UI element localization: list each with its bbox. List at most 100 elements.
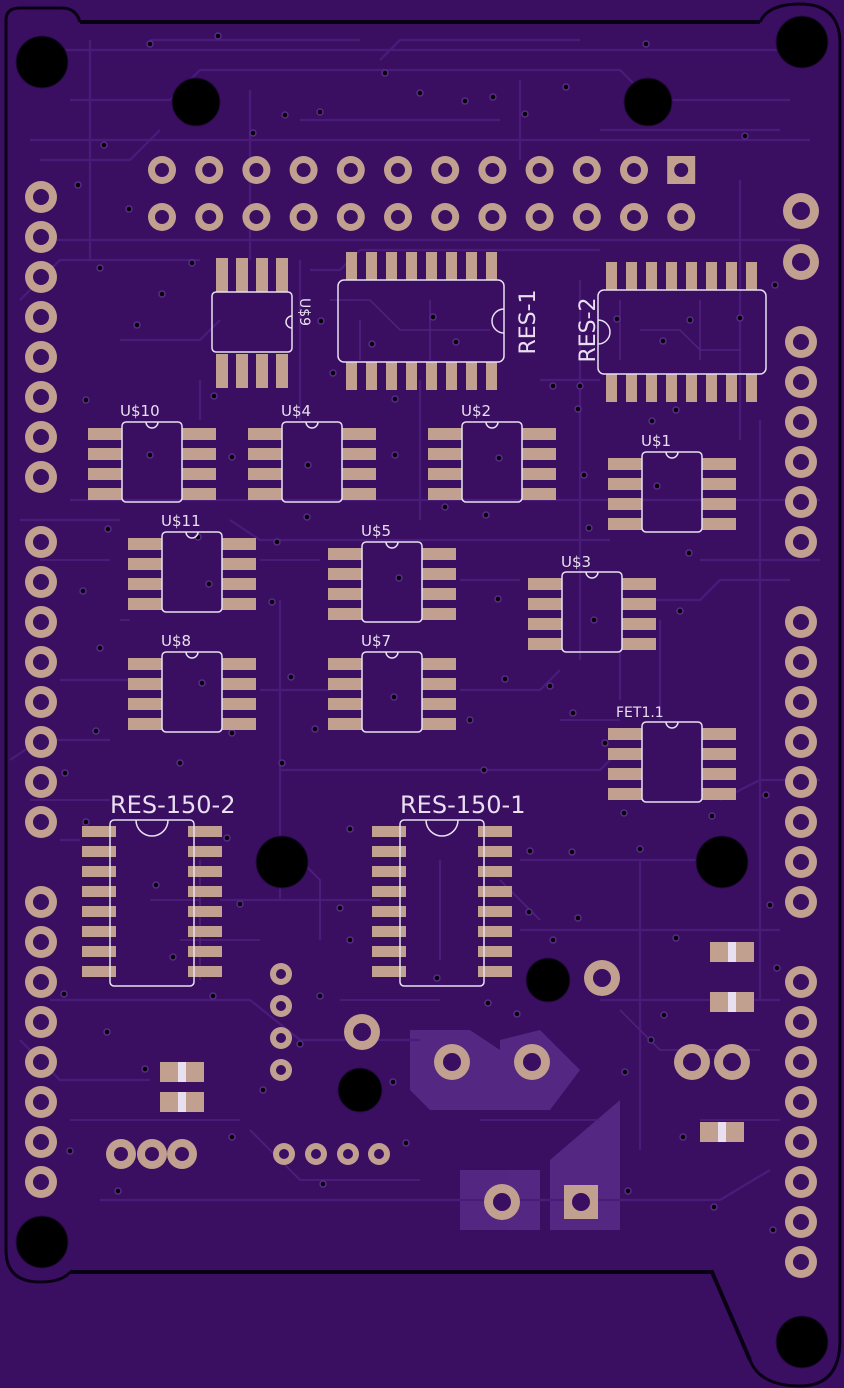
ic-pin <box>216 258 228 292</box>
mounting-hole <box>337 1067 383 1113</box>
ic-pin <box>646 262 657 290</box>
ic-pin <box>446 362 457 390</box>
ics <box>82 252 767 987</box>
pad-hole <box>579 210 594 224</box>
pad-hole <box>793 854 809 870</box>
ic-pin <box>222 538 256 550</box>
pad-hole <box>793 494 809 510</box>
ic-body <box>361 541 423 623</box>
ic-pin <box>522 468 556 480</box>
ic-pin <box>702 518 736 530</box>
ic-pin <box>276 354 288 388</box>
ic-pin <box>346 252 357 280</box>
ic-body <box>121 421 183 503</box>
ic-pin <box>626 374 637 402</box>
pad-hole <box>33 189 49 205</box>
ic-pin <box>82 946 116 957</box>
pad-hole <box>793 694 809 710</box>
ic-pin <box>82 926 116 937</box>
ic-notch <box>185 531 199 539</box>
ic-pin <box>88 468 122 480</box>
ic-body <box>597 289 767 375</box>
ic-pin <box>328 548 362 560</box>
ic-notch <box>385 651 399 659</box>
ic-pin <box>478 826 512 837</box>
pad-hole <box>532 163 547 177</box>
ic-res150-1 <box>372 819 512 987</box>
ic-pin <box>702 768 736 780</box>
ic-pin <box>128 538 162 550</box>
ic-pin <box>608 458 642 470</box>
ic-soic8 <box>328 651 456 733</box>
pad-hole <box>296 210 311 224</box>
mounting-hole <box>171 77 221 127</box>
ic-pin <box>328 658 362 670</box>
pad-hole <box>33 814 49 830</box>
ic-pin <box>366 362 377 390</box>
pad-hole <box>579 163 594 177</box>
pad-hole <box>33 734 49 750</box>
pad-hole <box>33 614 49 630</box>
ic-pin <box>372 886 406 897</box>
ic-pin <box>372 926 406 937</box>
ic-pin <box>128 578 162 590</box>
ic-pin <box>88 488 122 500</box>
ic-pin <box>422 698 456 710</box>
pad-hole <box>532 210 547 224</box>
ic-body <box>641 451 703 533</box>
pad-hole <box>296 163 311 177</box>
pad-hole <box>485 163 500 177</box>
ic-pin <box>342 428 376 440</box>
ic-pin <box>478 926 512 937</box>
ic-pin <box>188 826 222 837</box>
ic-res1 <box>337 252 505 390</box>
pad-hole <box>391 210 405 224</box>
pad-hole <box>485 210 500 224</box>
ic-pin <box>82 826 116 837</box>
pad-hole <box>793 414 809 430</box>
ic-pin <box>608 518 642 530</box>
ic-pin <box>702 748 736 760</box>
ic-body <box>211 291 293 353</box>
pad-hole <box>793 534 809 550</box>
ic-body <box>399 819 485 987</box>
mounting-hole <box>775 15 829 69</box>
ic-pin <box>342 488 376 500</box>
pad-hole <box>793 1174 809 1190</box>
ic-pin <box>466 362 477 390</box>
pad-hole <box>438 163 453 177</box>
ic-res150-2 <box>82 819 222 987</box>
label-res2: RES-2 <box>576 297 601 362</box>
pad-hole <box>793 1254 809 1270</box>
ic-pin <box>128 698 162 710</box>
pad-hole <box>33 534 49 550</box>
pad-hole <box>249 210 264 224</box>
ic-pin <box>646 374 657 402</box>
ic-pin <box>428 468 462 480</box>
ic-notch <box>185 651 199 659</box>
pad-hole <box>33 429 49 445</box>
ic-notch <box>585 571 599 579</box>
ic-pin <box>528 618 562 630</box>
pad-hole <box>793 774 809 790</box>
ic-body <box>161 651 223 733</box>
ic-pin <box>702 458 736 470</box>
ic-pin <box>478 966 512 977</box>
board-edge-left <box>4 6 82 1284</box>
ic-pin <box>128 658 162 670</box>
ic-soic8 <box>328 541 456 623</box>
ic-pin <box>666 374 677 402</box>
pad-hole <box>793 1054 809 1070</box>
pad-hole <box>674 210 689 224</box>
ic-pin <box>428 428 462 440</box>
ic-pin <box>342 448 376 460</box>
ic-pin <box>528 578 562 590</box>
pad-hole <box>33 1014 49 1030</box>
label-u4: U$4 <box>281 402 311 420</box>
ic-pin <box>666 262 677 290</box>
ic-pin <box>426 362 437 390</box>
ic-pin <box>422 608 456 620</box>
pad-hole <box>33 654 49 670</box>
ic-pin <box>82 846 116 857</box>
ic-pin <box>622 598 656 610</box>
